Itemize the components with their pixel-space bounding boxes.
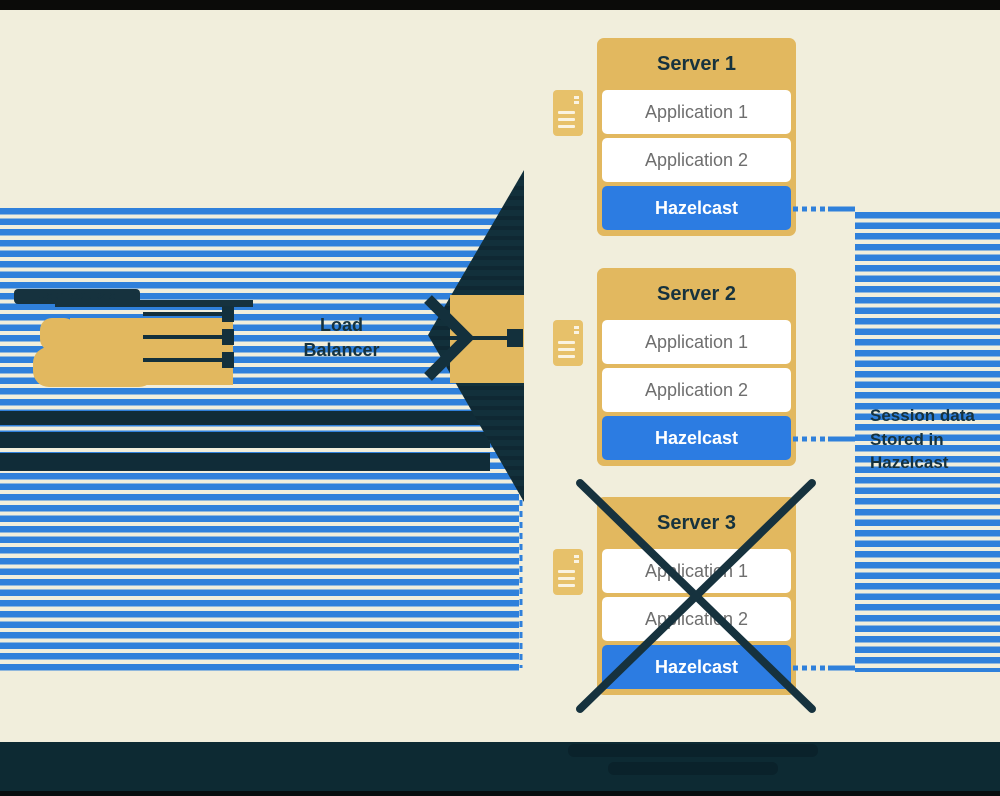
application-row: Application 1 bbox=[602, 549, 791, 593]
top-black-bar bbox=[0, 0, 1000, 10]
hazelcast-row: Hazelcast bbox=[602, 645, 791, 689]
obscured-caption-line bbox=[568, 744, 818, 757]
hazelcast-dotted-link bbox=[793, 665, 855, 671]
application-row: Application 1 bbox=[602, 90, 791, 134]
bottom-caption-band bbox=[0, 742, 1000, 791]
obscured-band bbox=[0, 453, 490, 471]
application-row: Application 1 bbox=[602, 320, 791, 364]
right-caption-line: Hazelcast bbox=[870, 453, 949, 472]
output-flow-band bbox=[450, 295, 524, 383]
obscured-caption-line bbox=[608, 762, 778, 775]
obscured-band bbox=[0, 432, 490, 448]
bottom-black-bar bbox=[0, 791, 1000, 796]
right-stripes-pattern bbox=[855, 212, 1000, 672]
load-balancer-box: Load Balancer bbox=[233, 290, 450, 385]
server-tower-icon bbox=[553, 549, 583, 595]
hazelcast-dotted-link bbox=[793, 436, 855, 442]
application-row: Application 2 bbox=[602, 597, 791, 641]
user-requests-bar-tail bbox=[55, 300, 253, 307]
application-row: Application 2 bbox=[602, 138, 791, 182]
request-flow-band bbox=[70, 318, 233, 385]
application-row: Application 2 bbox=[602, 368, 791, 412]
server-title: Server 3 bbox=[657, 511, 736, 534]
server-title: Server 2 bbox=[657, 282, 736, 305]
hazelcast-row: Hazelcast bbox=[602, 416, 791, 460]
server-title: Server 1 bbox=[657, 52, 736, 75]
load-balancer-label: Load Balancer bbox=[303, 315, 380, 360]
server-tower-icon bbox=[553, 90, 583, 136]
right-caption-line: Stored in bbox=[870, 430, 944, 449]
obscured-band bbox=[0, 411, 490, 425]
right-caption-line: Session data bbox=[870, 406, 975, 425]
server-tower-icon bbox=[553, 320, 583, 366]
hazelcast-row: Hazelcast bbox=[602, 186, 791, 230]
hazelcast-dotted-link bbox=[793, 206, 855, 212]
